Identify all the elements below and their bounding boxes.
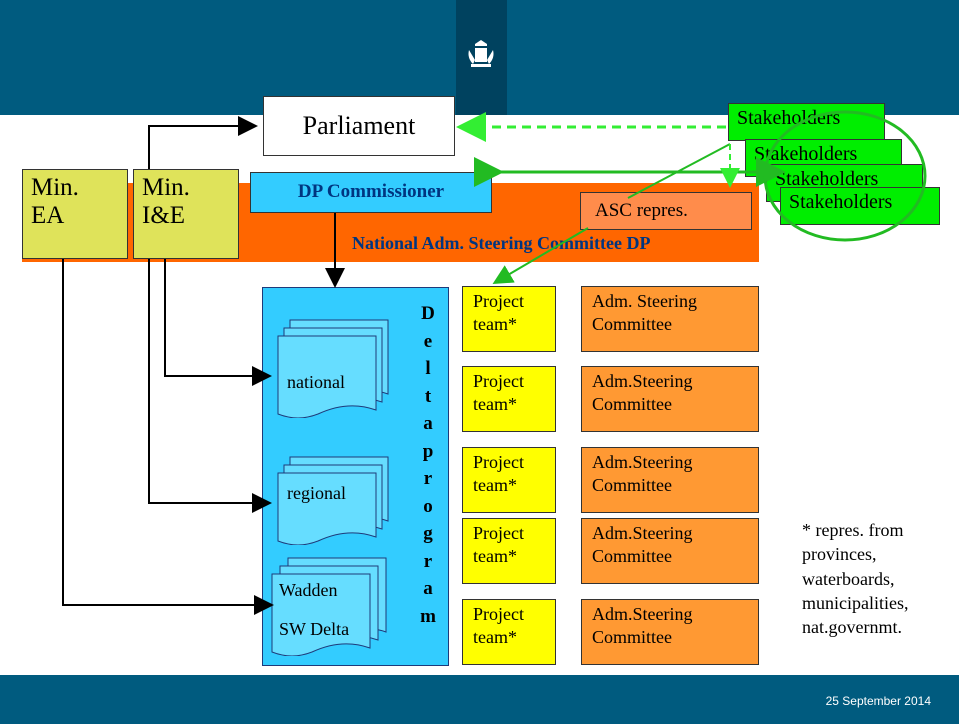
adm-steering-committee-box: Adm.Steering Committee [581,366,759,432]
regional-doc-stack-icon [277,456,389,545]
committee-line1: Adm.Steering [592,371,693,391]
footnote-line: provinces, [802,544,877,565]
deltaprogram-title-letter: a [423,578,433,599]
committee-line2: Committee [592,394,672,415]
project-team-line1: Project [473,291,524,311]
footnote: * repres. from provinces, waterboards, m… [802,518,952,639]
deltaprogram-title-letter: p [422,440,434,462]
committee-line1: Adm.Steering [592,604,693,624]
project-team-line2: team* [473,475,517,496]
asc-repres-box: ASC repres. [580,192,752,230]
project-team-box: Project team* [462,518,556,584]
ministry-ie-box: Min. I&E [133,169,239,259]
project-team-box: Project team* [462,447,556,513]
wadden-doc-stack-icon [271,557,387,656]
project-team-line1: Project [473,371,524,391]
doc-sw-delta-label: SW Delta [279,619,350,639]
deltaprogram-title-letter: o [423,495,433,517]
ministry-ea-line2: EA [31,201,65,229]
project-team-line2: team* [473,627,517,648]
dp-commissioner-box: DP Commissioner [250,172,492,213]
footnote-line: nat.governmt. [802,617,902,638]
doc-wadden-label: Wadden [279,580,338,600]
committee-line1: Adm. Steering [592,291,697,311]
deltaprogram-title-letter: t [424,385,432,407]
deltaprogram-title-letter: a [423,413,433,434]
project-team-line1: Project [473,604,524,624]
ministry-ie-line1: Min. [142,174,190,201]
project-team-line2: team* [473,394,517,415]
project-team-line1: Project [473,452,524,472]
adm-steering-committee-box: Adm. Steering Committee [581,286,759,352]
doc-regional-label: regional [287,483,346,503]
project-team-box: Project team* [462,366,556,432]
deltaprogram-title-letter: l [425,358,431,379]
footer-bar [0,675,959,724]
stakeholders-box: Stakeholders [780,187,940,225]
deltaprogram-title-letter: r [423,550,433,572]
committee-line2: Committee [592,475,672,496]
deltaprogram-title-letter: m [420,605,436,627]
project-team-box: Project team* [462,599,556,665]
project-team-line2: team* [473,546,517,567]
deltaprogram-title-letter: e [423,330,433,352]
doc-national-label: national [287,372,345,392]
deltaprogram-title-letter: D [421,303,435,324]
national-committee-title: National Adm. Steering Committee DP [352,233,651,253]
adm-steering-committee-box: Adm.Steering Committee [581,447,759,513]
ministry-ie-line2: I&E [142,201,186,229]
dutch-royal-crest-icon [468,40,494,67]
footnote-line: * repres. from [802,520,904,540]
national-doc-stack-icon [277,319,389,418]
project-team-line2: team* [473,314,517,335]
committee-line2: Committee [592,314,672,335]
project-team-box: Project team* [462,286,556,352]
deltaprogram-title-letter: g [423,523,433,544]
stakeholders-box: Stakeholders [728,103,885,141]
footnote-line: waterboards, [802,568,895,589]
footer-date: 25 September 2014 [825,694,931,708]
parliament-box: Parliament [263,96,455,156]
ministry-ea-box: Min. EA [22,169,128,259]
project-team-line1: Project [473,523,524,543]
committee-line2: Committee [592,546,672,567]
ministry-ea-line1: Min. [31,174,79,201]
committee-line1: Adm.Steering [592,452,693,472]
deltaprogram-title-letter: r [423,468,433,489]
committee-line2: Committee [592,627,672,648]
footnote-line: municipalities, [802,592,909,613]
committee-line1: Adm.Steering [592,523,693,543]
adm-steering-committee-box: Adm.Steering Committee [581,599,759,665]
adm-steering-committee-box: Adm.Steering Committee [581,518,759,584]
